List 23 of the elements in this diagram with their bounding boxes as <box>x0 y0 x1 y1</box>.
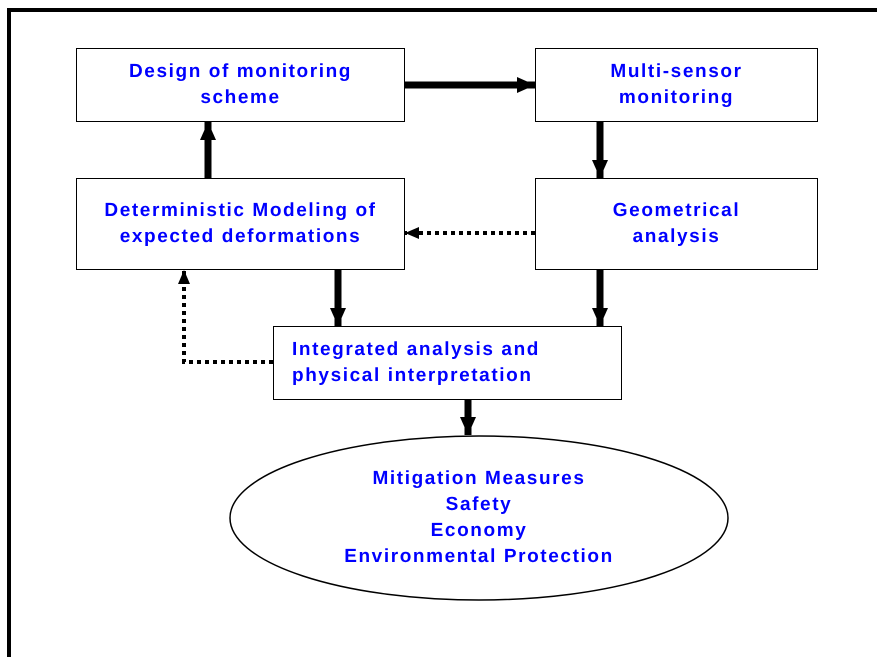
dotted-arrow <box>405 227 535 239</box>
process-box <box>273 326 622 400</box>
arrow <box>330 270 346 326</box>
node-label: Multi-sensor monitoring <box>609 60 744 110</box>
arrow <box>592 122 608 178</box>
node-label: Economy <box>430 519 528 543</box>
arrow <box>592 270 608 326</box>
outcome-ellipse <box>229 435 729 601</box>
process-box <box>535 178 818 270</box>
process-box <box>76 48 405 122</box>
arrow <box>200 122 216 178</box>
arrow <box>405 77 535 93</box>
arrow <box>460 400 476 435</box>
dotted-arrow <box>178 270 273 364</box>
node-label: Deterministic Modeling of expected deformations <box>103 199 378 249</box>
node-label: Safety <box>446 493 512 517</box>
node-label: Design of monitoring scheme <box>128 60 354 110</box>
node-label: Environmental Protection <box>344 545 614 569</box>
node-label: Geometrical analysis <box>612 199 742 249</box>
node-label: Integrated analysis and physical interpretation <box>292 338 541 388</box>
process-box <box>76 178 405 270</box>
node-label: Mitigation Measures <box>372 467 586 491</box>
process-box <box>535 48 818 122</box>
